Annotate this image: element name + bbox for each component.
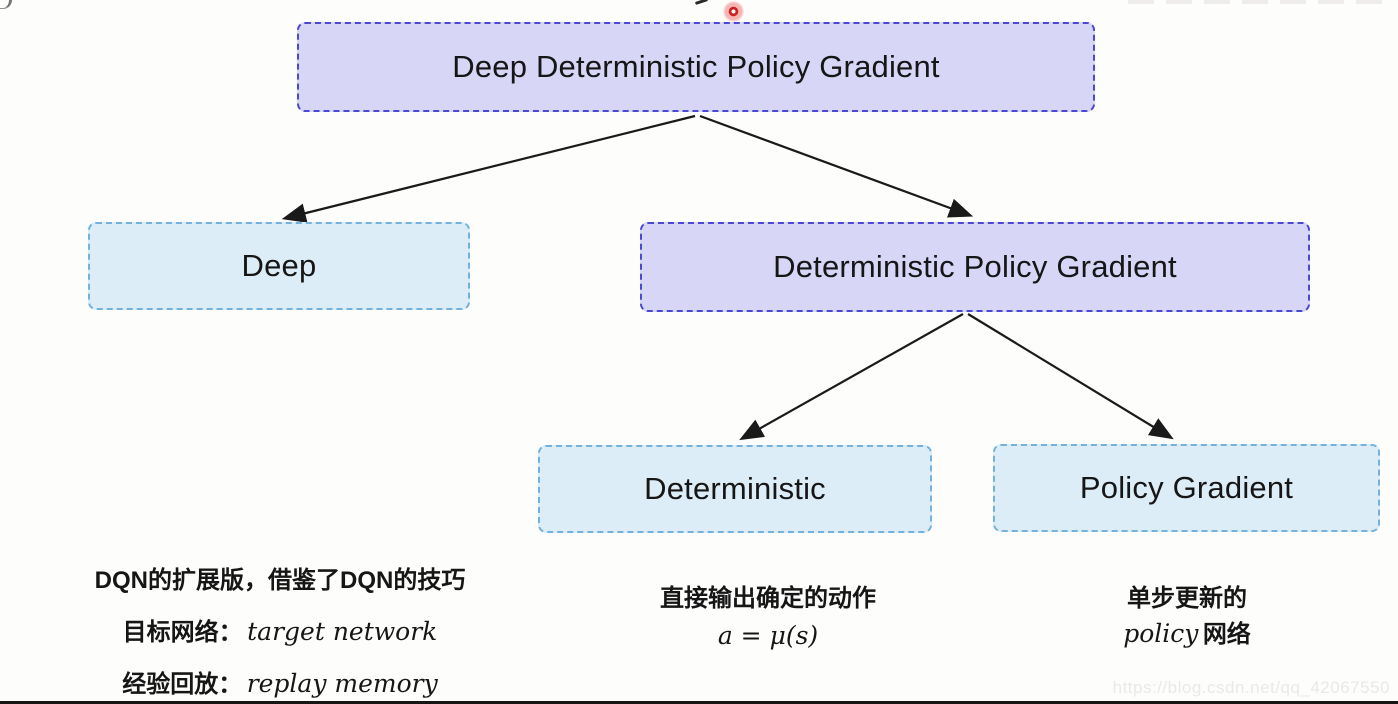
note-policy-gradient-line1: 单步更新的	[1127, 585, 1247, 612]
cropped-text-artifact	[1128, 0, 1390, 4]
node-deep-label: Deep	[241, 248, 317, 283]
arrow-dpg-to-policy-gradient	[967, 313, 1174, 440]
note-policy-gradient-line2-suffix: 网络	[1202, 621, 1251, 648]
node-deterministic-label: Deterministic	[644, 471, 826, 506]
note-deep-line2-label: 目标网络：	[122, 619, 243, 646]
note-policy-gradient-line2: policy 网络	[1037, 619, 1337, 650]
note-policy-gradient-line2-italic: policy	[1123, 619, 1199, 648]
arrow-root-to-deep	[281, 114, 696, 223]
node-dpg: Deterministic Policy Gradient	[640, 222, 1310, 312]
node-deterministic: Deterministic	[538, 445, 932, 533]
note-deterministic-formula: a = μ(s)	[717, 621, 819, 650]
arrow-dpg-to-deterministic	[739, 313, 964, 441]
note-deterministic-line1: 直接输出确定的动作	[660, 585, 876, 612]
arrow-root-to-dpg	[699, 114, 974, 218]
note-deep-line3-label: 经验回放：	[122, 671, 243, 698]
node-dpg-label: Deterministic Policy Gradient	[773, 249, 1177, 284]
node-ddpg: Deep Deterministic Policy Gradient	[297, 22, 1095, 112]
note-deep-line3: 经验回放： replay memory	[40, 669, 520, 700]
note-deep: DQN的扩展版，借鉴了DQN的技巧 目标网络： target network 经…	[40, 566, 520, 700]
bottom-edge-bar	[0, 701, 1398, 704]
note-policy-gradient: 单步更新的 policy 网络	[1037, 584, 1337, 650]
note-deep-line2: 目标网络： target network	[40, 617, 520, 648]
note-deterministic: 直接输出确定的动作 a = μ(s)	[618, 584, 918, 650]
note-deep-line3-value: replay memory	[246, 669, 438, 698]
cursor-tick-mark	[694, 0, 709, 5]
csdn-watermark: https://blog.csdn.net/qq_42067550	[1112, 678, 1390, 697]
note-deep-line1: DQN的扩展版，借鉴了DQN的技巧	[94, 567, 466, 594]
corner-artifact	[0, 0, 12, 9]
note-deep-line2-value: target network	[247, 617, 438, 646]
node-ddpg-label: Deep Deterministic Policy Gradient	[452, 49, 940, 84]
node-policy-gradient: Policy Gradient	[993, 444, 1380, 532]
node-deep: Deep	[88, 222, 470, 310]
laser-pointer-dot	[723, 1, 744, 22]
node-policy-gradient-label: Policy Gradient	[1079, 470, 1294, 505]
